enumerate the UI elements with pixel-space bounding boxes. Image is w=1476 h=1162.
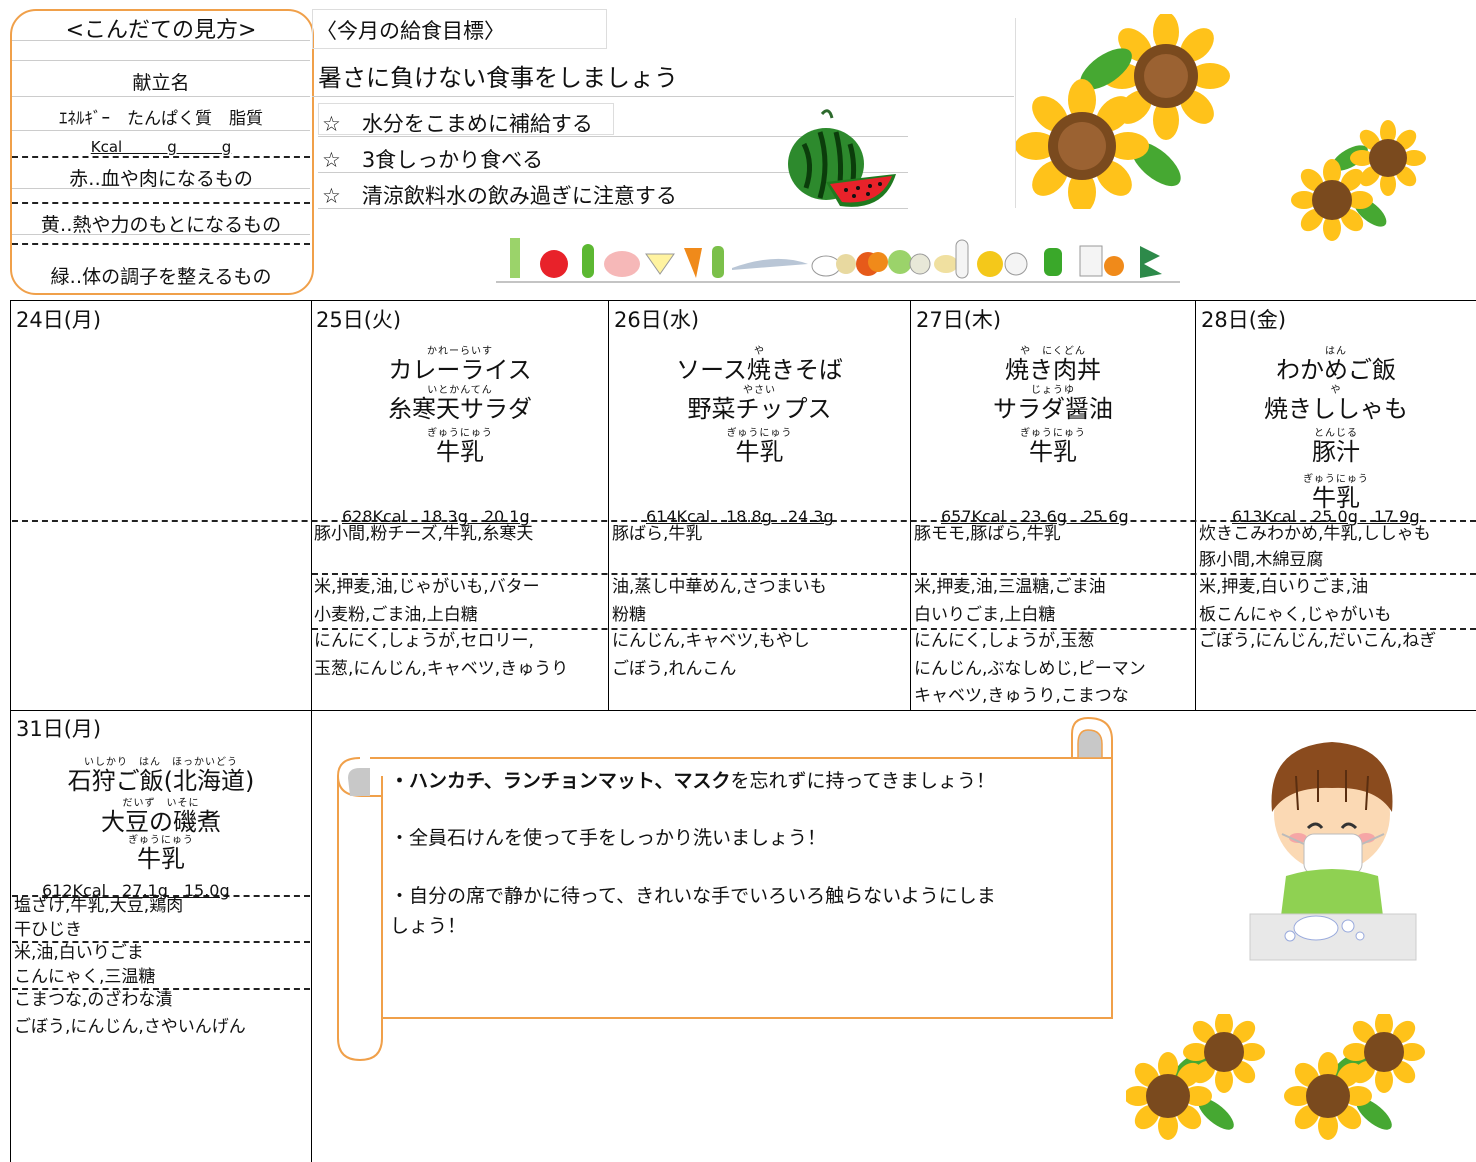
nutrition-values: 628Kcal 18.3g 20.1g bbox=[342, 507, 530, 526]
green-ingredients: ごぼう,にんじん,だいこん,ねぎ bbox=[1199, 631, 1437, 651]
green-ingredients: にんじん,ぶなしめじ,ピーマン bbox=[914, 659, 1146, 679]
nutrition-values: 657Kcal 23.6g 25.6g bbox=[941, 507, 1129, 526]
goal-item-3: ☆ 清涼飲料水の飲み過ぎに注意する bbox=[322, 184, 677, 208]
dish-name: やさい野菜チップス bbox=[687, 385, 832, 423]
note-line-1: ・ハンカチ、ランチョンマット、マスクを忘れずに持ってきましょう！ bbox=[390, 770, 995, 792]
legend-yellow: 黄‥熱や力のもとになるもの bbox=[40, 214, 282, 236]
legend-menu-name: 献立名 bbox=[132, 72, 190, 94]
legend-red: 赤‥血や肉になるもの bbox=[69, 168, 253, 190]
dish-name: とんじる豚汁 bbox=[1312, 428, 1360, 466]
dish-name: だいず いそに大豆の磯煮 bbox=[101, 798, 221, 836]
yellow-ingredients: 板こんにゃく,じゃがいも bbox=[1199, 605, 1392, 625]
dish-name: いしかり はん ほっかいどう石狩ご飯(北海道) bbox=[67, 757, 255, 795]
dish-name: や にくどん焼き肉丼 bbox=[1005, 346, 1101, 384]
dish-name: ぎゅうにゅう牛乳 bbox=[128, 835, 194, 873]
day-date: 27日(木) bbox=[916, 308, 1002, 332]
red-ingredients: 干ひじき bbox=[14, 920, 82, 940]
red-ingredients: 豚ばら,牛乳 bbox=[612, 524, 703, 544]
green-ingredients: にんにく,しょうが,セロリー, bbox=[314, 631, 534, 651]
legend-energy-row: ｴﾈﾙｷﾞｰ たんぱく質 脂質 bbox=[59, 109, 263, 129]
day-date: 24日(月) bbox=[16, 308, 102, 332]
yellow-ingredients: 米,油,白いりごま bbox=[14, 943, 144, 963]
day-date: 28日(金) bbox=[1201, 308, 1287, 332]
dish-name: じょうゆサラダ醤油 bbox=[993, 385, 1113, 423]
dish-name: いとかんてん糸寒天サラダ bbox=[388, 385, 532, 423]
dish-name: ぎゅうにゅう牛乳 bbox=[1020, 428, 1086, 466]
yellow-ingredients: 油,蒸し中華めん,さつまいも bbox=[612, 577, 827, 597]
dish-name: はんわかめご飯 bbox=[1276, 346, 1396, 384]
vegetable-characters-icon bbox=[496, 238, 1180, 283]
child-handwashing-icon bbox=[1249, 742, 1417, 961]
nutrition-values: 614Kcal 18.8g 24.3g bbox=[646, 507, 834, 526]
green-ingredients: にんじん,キャベツ,もやし bbox=[612, 631, 810, 651]
green-ingredients: ごぼう,れんこん bbox=[612, 659, 737, 679]
dish-name: ぎゅうにゅう牛乳 bbox=[427, 428, 493, 466]
green-ingredients: ごぼう,にんじん,さやいんげん bbox=[14, 1017, 246, 1037]
yellow-ingredients: こんにゃく,三温糖 bbox=[14, 967, 156, 987]
goal-item-1: ☆ 水分をこまめに補給する bbox=[322, 112, 593, 136]
note-line-3b: しょう！ bbox=[390, 915, 467, 937]
red-ingredients: 豚小間,粉チーズ,牛乳,糸寒天 bbox=[314, 524, 534, 544]
legend-unit-row: Kcal g g bbox=[90, 138, 232, 156]
red-ingredients: 炊きこみわかめ,牛乳,ししゃも bbox=[1199, 524, 1431, 544]
goal-item-2: ☆ 3食しっかり食べる bbox=[322, 148, 544, 172]
yellow-ingredients: 白いりごま,上白糖 bbox=[914, 605, 1056, 625]
goal-main: 暑さに負けない食事をしましょう bbox=[318, 64, 678, 92]
legend-green: 緑‥体の調子を整えるもの bbox=[50, 266, 272, 288]
dish-name: かれーらいすカレーライス bbox=[388, 346, 532, 384]
sunflower-group-icon bbox=[1016, 14, 1230, 209]
note-line-3a: ・自分の席で静かに待って、きれいな手でいろいろ触らないようにしま bbox=[390, 885, 996, 907]
yellow-ingredients: 米,押麦,油,三温糖,ごま油 bbox=[914, 577, 1106, 597]
sunflower-pair-icon bbox=[1291, 120, 1426, 241]
day-date: 31日(月) bbox=[16, 717, 102, 741]
yellow-ingredients: 米,押麦,油,じゃがいも,バター bbox=[314, 577, 540, 597]
scroll-frame bbox=[336, 716, 1113, 1062]
dish-name: ぎゅうにゅう牛乳 bbox=[726, 428, 793, 466]
day-date: 26日(水) bbox=[614, 308, 700, 332]
green-ingredients: にんにく,しょうが,玉葱 bbox=[914, 631, 1095, 651]
yellow-ingredients: 粉糖 bbox=[612, 605, 646, 625]
dish-name: ぎゅうにゅう牛乳 bbox=[1303, 474, 1369, 512]
sunflower-bottom-icon bbox=[1126, 1014, 1425, 1140]
yellow-ingredients: 小麦粉,ごま油,上白糖 bbox=[314, 605, 478, 625]
watermelon-icon bbox=[788, 109, 896, 207]
legend-title: <こんだての見方> bbox=[65, 18, 257, 43]
red-ingredients: 豚小間,木綿豆腐 bbox=[1199, 550, 1324, 570]
day-date: 25日(火) bbox=[316, 308, 402, 332]
nutrition-values: 612Kcal 27.1g 15.0g bbox=[42, 881, 230, 900]
note-line-2: ・全員石けんを使って手をしっかり洗いましょう！ bbox=[390, 827, 827, 849]
green-ingredients: こまつな,のざわな漬 bbox=[14, 990, 173, 1010]
yellow-ingredients: 米,押麦,白いりごま,油 bbox=[1199, 577, 1369, 597]
red-ingredients: 豚モモ,豚ばら,牛乳 bbox=[914, 524, 1061, 544]
dish-name: や焼きししゃも bbox=[1264, 385, 1408, 423]
green-ingredients: 玉葱,にんじん,キャベツ,きゅうり bbox=[314, 659, 569, 679]
dish-name: やソース焼きそば bbox=[676, 346, 843, 384]
nutrition-values: 613Kcal 25.0g 17.9g bbox=[1232, 507, 1420, 526]
legend-box bbox=[10, 9, 314, 295]
goal-heading: 〈今月の給食目標〉 bbox=[316, 19, 505, 43]
red-ingredients: 塩ざけ,牛乳,大豆,鶏肉 bbox=[14, 896, 184, 916]
green-ingredients: キャベツ,きゅうり,こまつな bbox=[914, 686, 1129, 706]
